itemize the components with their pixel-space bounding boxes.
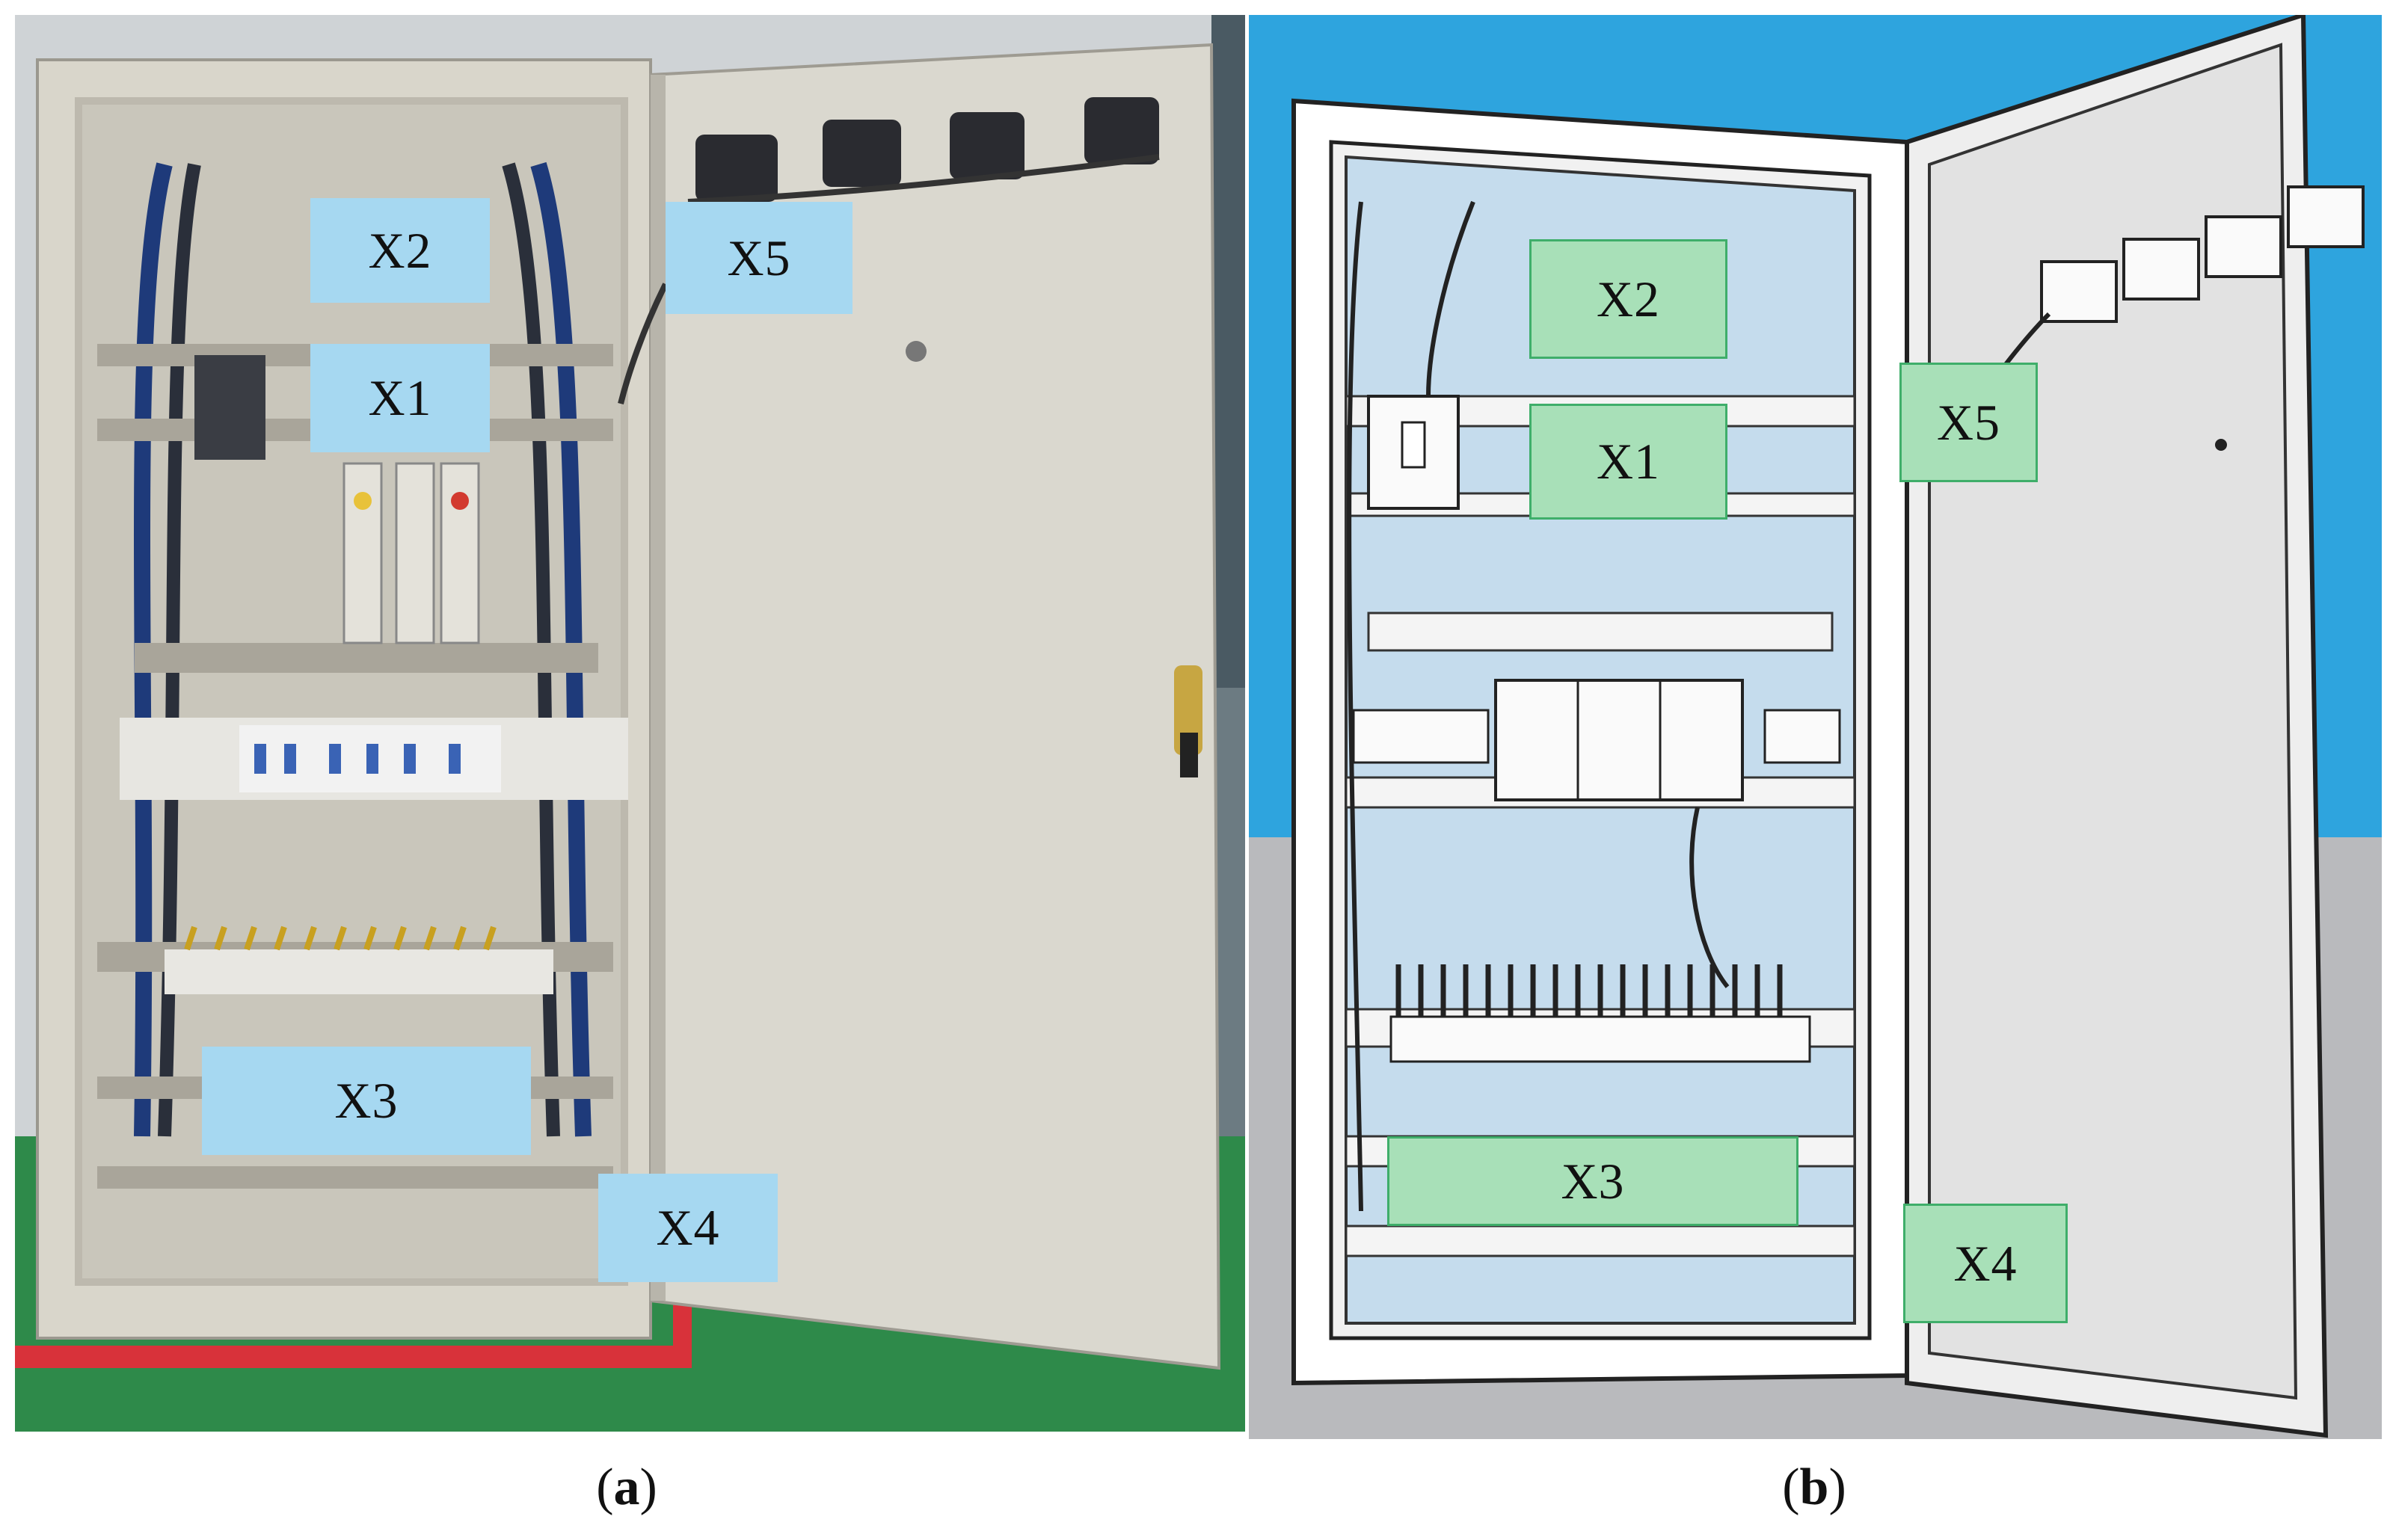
label-x4: X4 xyxy=(598,1174,778,1282)
label-x1: X1 xyxy=(1529,404,1727,520)
label-x2: X2 xyxy=(310,198,490,303)
label-x1: X1 xyxy=(310,344,490,452)
panel-b-render: X2 X1 X5 X3 X4 xyxy=(1249,15,2382,1439)
label-x5: X5 xyxy=(666,202,853,314)
label-x4: X4 xyxy=(1903,1204,2068,1323)
caption-b: (b) xyxy=(1782,1459,1846,1516)
caption-a-letter: a xyxy=(613,1459,640,1516)
label-x2: X2 xyxy=(1529,239,1727,359)
label-x3: X3 xyxy=(1387,1136,1798,1226)
caption-a: (a) xyxy=(596,1459,657,1516)
caption-b-letter: b xyxy=(1799,1459,1829,1516)
panel-a-photo: X2 X1 X5 X3 X4 xyxy=(15,15,1245,1432)
label-x5: X5 xyxy=(1899,363,2038,482)
label-x3: X3 xyxy=(202,1047,531,1155)
